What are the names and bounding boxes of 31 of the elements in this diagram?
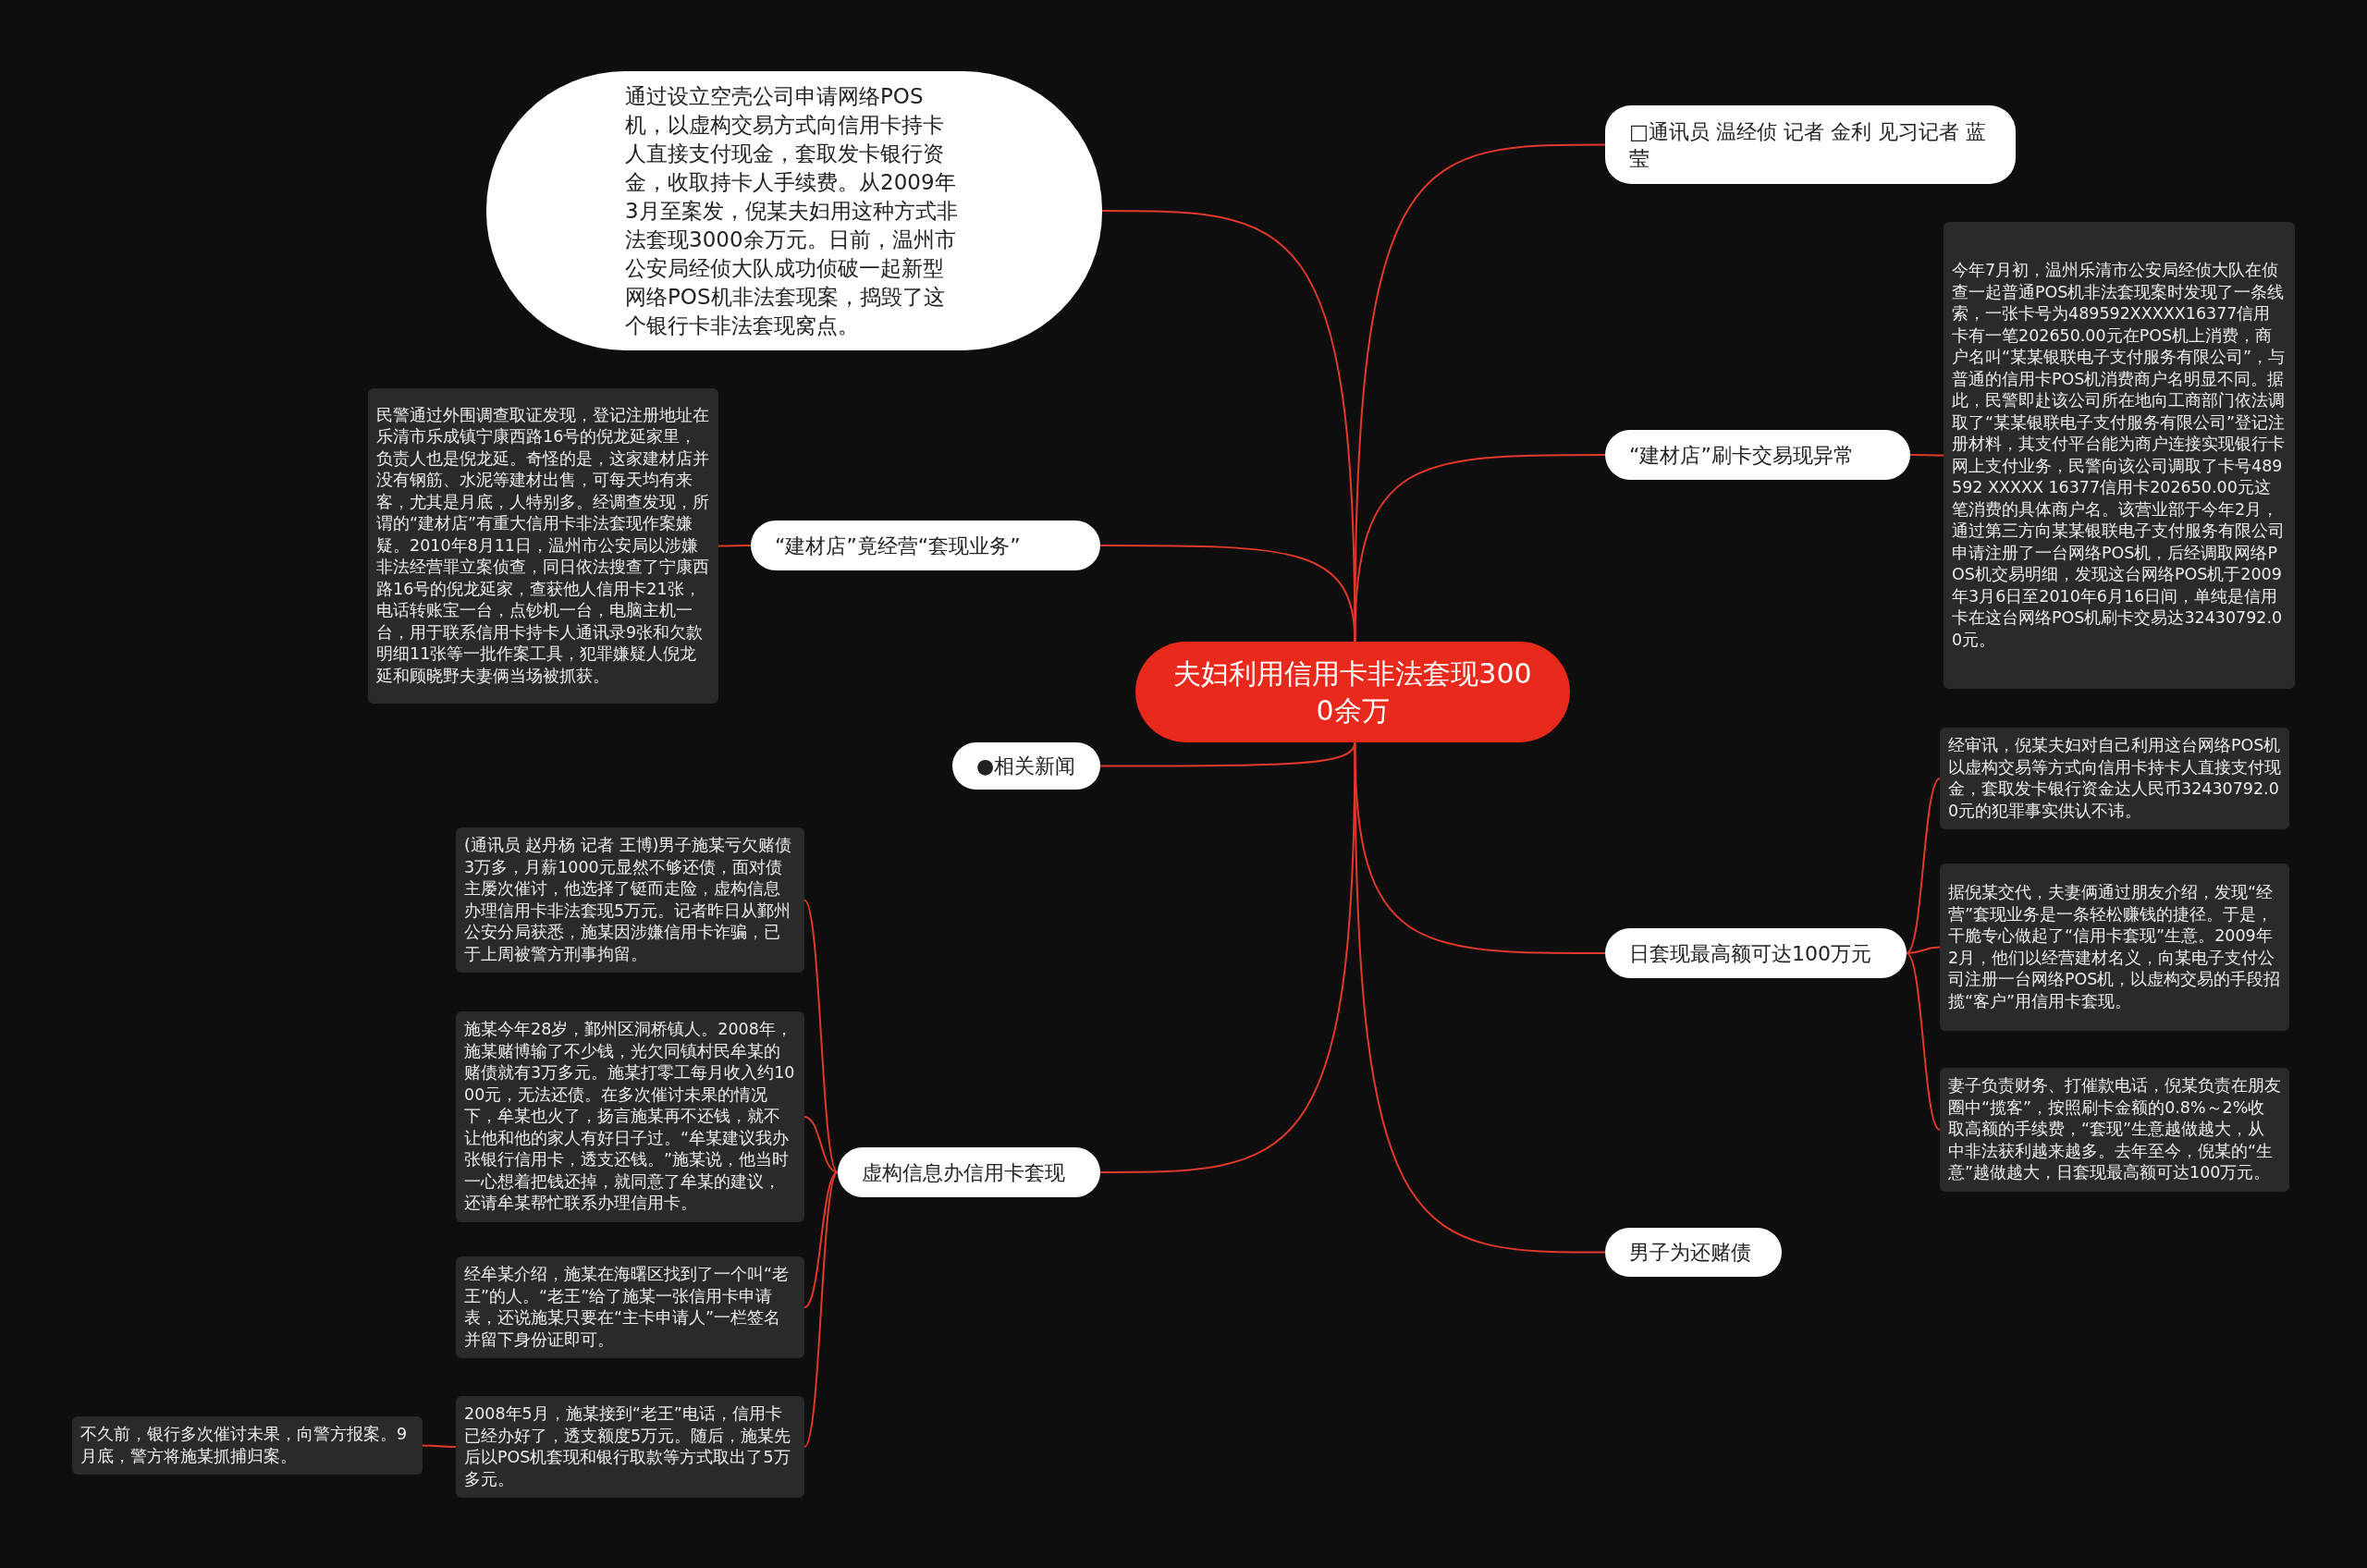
topic-box: 夫妇利用信用卡非法套现3000余万 (1135, 642, 1570, 742)
subtopic-pill: “建材店”刷卡交易现异常 (1605, 430, 1910, 480)
text-card: 不久前，银行多次催讨未果，向警方报案。9月底，警方将施某抓捕归案。 (72, 1416, 423, 1475)
subtopic-pill: □通讯员 温经侦 记者 金利 见习记者 蓝莹 (1605, 105, 2016, 184)
subtopic-pill: 虚构信息办信用卡套现 (838, 1147, 1100, 1197)
connector-line (422, 1444, 457, 1448)
subtopic-pill: ●相关新闻 (952, 742, 1100, 790)
subtopic-pill: “建材店”竟经营“套现业务” (751, 521, 1100, 570)
text-card: (通讯员 赵丹杨 记者 王博)男子施某亏欠赌债3万多，月薪1000元显然不够还债，面对债主屡次催讨，他选择了铤而走险，虚构信息办理信用卡非法套现5万元。记者昨日从鄞州公安分局获悉，施某因涉嫌信用卡诈骗，已于上周被警方刑事拘留。 (456, 827, 804, 973)
subtopic-pill: 日套现最高额可达100万元 (1605, 928, 1907, 978)
connector-line (1354, 741, 1606, 1254)
connector-line (1906, 952, 1941, 1131)
text-card: 民警通过外围调查取证发现，登记注册地址在乐清市乐成镇宁康西路16号的倪龙延家里，负责人也是倪龙延。奇怪的是，这家建材店并没有钢筋、水泥等建材出售，可每天均有来客，尤其是月底，人特别多。经调查发现，所谓的“建材店”有重大信用卡非法套现作案嫌疑。2010年8月11日，温州市公安局以涉嫌非法经营罪立案侦查，同日依法搜查了宁康西路16号的倪龙延家，查获他人信用卡21张，电话转账宝一台，点钞机一台，电脑主机一台，用于联系信用卡持卡人通讯录9张和欠款明细11张等一批作案工具，犯罪嫌疑人倪龙延和顾晓野夫妻俩当场被抓获。 (368, 388, 718, 704)
connector-line (1906, 778, 1941, 954)
summary-bubble: 通过设立空壳公司申请网络POS机，以虚构交易方式向信用卡持卡人直接支付现金，套取发卡银行资金，收取持卡人手续费。从2009年3月至案发，倪某夫妇用这种方式非法套现3000余万元。日前，温州市公安局经侦大队成功侦破一起新型网络POS机非法套现案，捣毁了这个银行卡非法套现窝点。 (486, 71, 1102, 350)
text-card: 2008年5月，施某接到“老王”电话，信用卡已经办好了，透支额度5万元。随后，施某先后以POS机套现和银行取款等方式取出了5万多元。 (456, 1396, 804, 1498)
connector-line (803, 1116, 839, 1173)
text-card: 施某今年28岁，鄞州区洞桥镇人。2008年，施某赌博输了不少钱，光欠同镇村民牟某的赌债就有3万多元。施某打零工每月收入约1000元，无法还债。在多次催讨未果的情况下，牟某也火了，扬言施某再不还钱，就不让他和他的家人有好日子过。“牟某建议我办张银行信用卡，透支还钱。”施某说，他当时一心想着把钱还掉，就同意了牟某的建议，还请牟某帮忙联系办理信用卡。 (456, 1011, 804, 1222)
text-card: 经审讯，倪某夫妇对自己利用这台网络POS机以虚构交易等方式向信用卡持卡人直接支付现金，套取发卡银行资金达人民币32430792.00元的犯罪事实供认不讳。 (1940, 728, 2289, 829)
text-card: 据倪某交代，夫妻俩通过朋友介绍，发现“经营”套现业务是一条轻松赚钱的捷径。于是，干脆专心做起了“信用卡套现”生意。2009年2月，他们以经营建材名义，向某电子支付公司注册一台网络POS机，以虚构交易的手段招揽“客户”用信用卡套现。 (1940, 864, 2289, 1031)
connector-line (1099, 545, 1356, 643)
subtopic-pill: 男子为还赌债 (1605, 1228, 1782, 1277)
connector-line (1906, 946, 1941, 954)
text-card: 今年7月初，温州乐清市公安局经侦大队在侦查一起普通POS机非法套现案时发现了一条线索，一张卡号为489592XXXXX16377信用卡有一笔202650.00元在POS机上消费，商户名叫“某某银联电子支付服务有限公司”，与普通的信用卡POS机消费商户名明显不同。据此，民警即赴该公司所在地向工商部门依法调取了“某某银联电子支付服务有限公司”登记注册材料，其支付平台能为商户连接实现银行卡网上支付业务，民警向该公司调取了卡号489592 XXXXX 16377信用卡202650.00元这笔消费的具体商户名。该营业部于今年2月，通过第三方向某某银联电子支付服务有限公司申请注册了一台网络POS机，后经调取网络POS机交易明细，发现这台网络POS机于2009年3月6日至2010年6月16日间，单纯是信用卡在这台网络POS机刷卡交易达32430792.00元。 (1944, 222, 2295, 689)
text-card: 妻子负责财务、打催款电话，倪某负责在朋友圈中“揽客”，按照刷卡金额的0.8%～2%收取高额的手续费，“套现”生意越做越大，从中非法获利越来越多。去年至今，倪某的“生意”越做越大，日套现最高额可达100万元。 (1940, 1068, 2289, 1192)
connector-line (803, 1171, 839, 1448)
connector-line (1909, 454, 1944, 457)
text-card: 经牟某介绍，施某在海曙区找到了一个叫“老王”的人。“老王”给了施某一张信用卡申请表，还说施某只要在“主卡申请人”一栏签名并留下身份证即可。 (456, 1256, 804, 1358)
connector-line (803, 1171, 839, 1308)
connector-line (717, 545, 752, 547)
connector-line (803, 899, 839, 1173)
